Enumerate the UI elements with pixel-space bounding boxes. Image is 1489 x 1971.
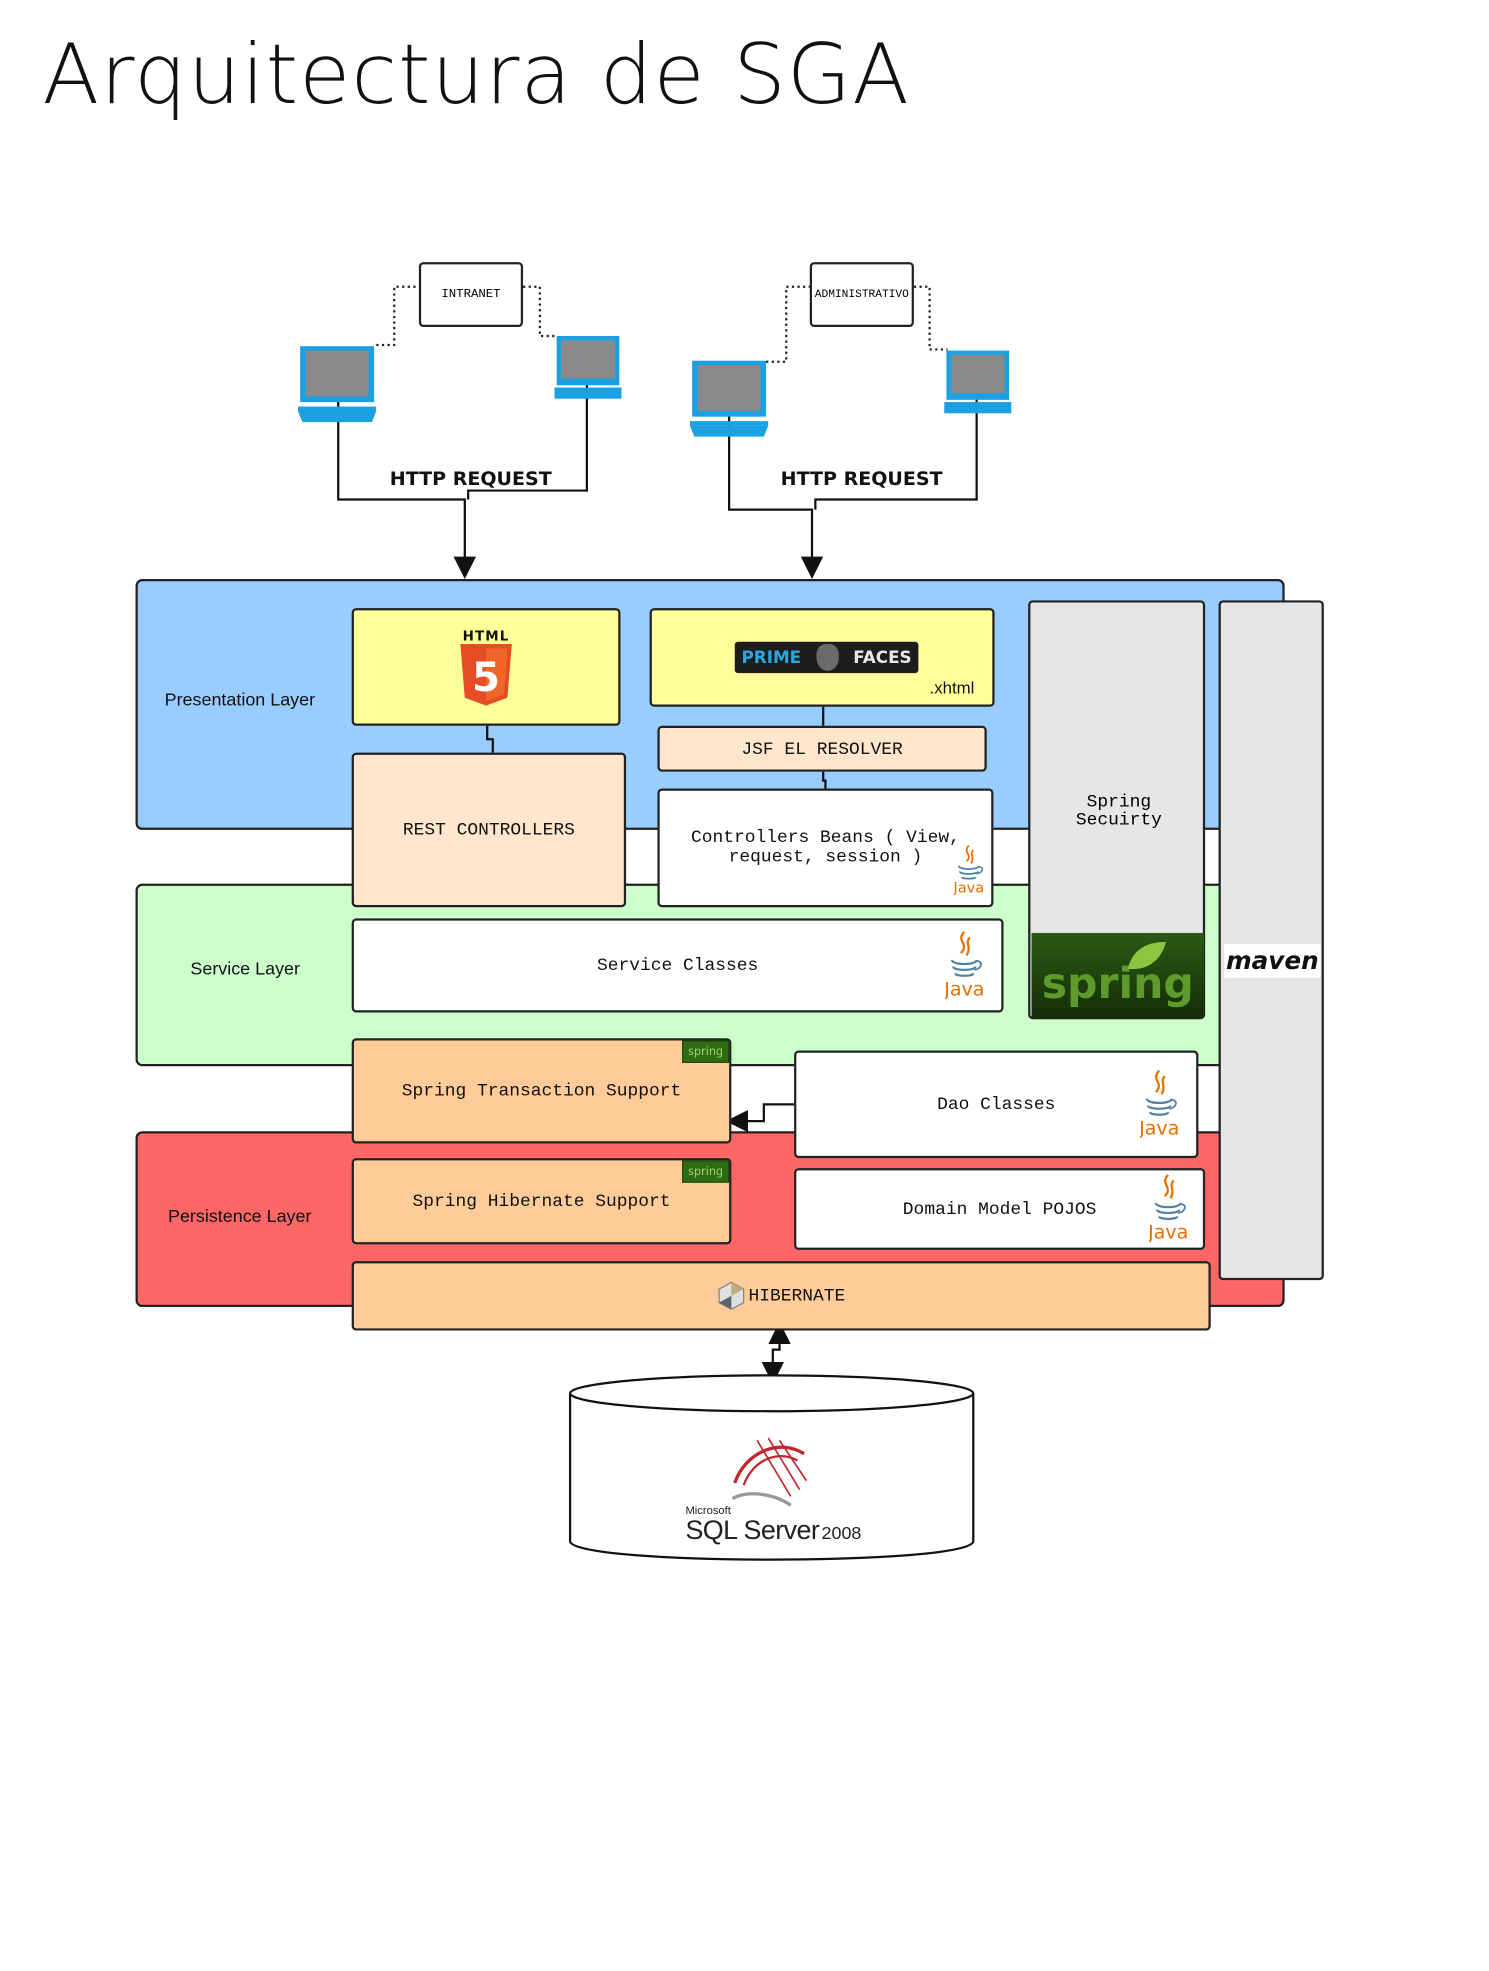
service-layer-label: Service Layer <box>190 959 300 979</box>
laptop-icon <box>689 360 769 437</box>
spring-logo: spring <box>1031 932 1204 1019</box>
database-cylinder <box>568 1374 975 1561</box>
java-text: Java <box>1140 1118 1178 1138</box>
http-request-label-left: HTTP REQUEST <box>389 468 552 491</box>
java-text: Java <box>1149 1222 1187 1242</box>
intranet-doc: INTRANET <box>418 262 524 328</box>
spring-badge-icon: spring <box>682 1040 730 1063</box>
spring-hibernate-label: Spring Hibernate Support <box>412 1191 671 1212</box>
java-text: Java <box>945 979 983 999</box>
spring-logo-text: spring <box>1041 958 1194 1008</box>
maven-column: maven <box>1218 600 1324 1281</box>
sql-server-vendor: Microsoft <box>685 1505 731 1518</box>
primefaces-box: PRIME FACES .xhtml <box>649 608 995 707</box>
dao-classes-box: Dao Classes Java <box>794 1050 1199 1159</box>
spring-security-label: Spring Secuirty <box>1075 791 1162 830</box>
hibernate-label: HIBERNATE <box>748 1285 846 1306</box>
http-line-right-a <box>728 400 824 580</box>
java-icon: Java <box>1138 1068 1179 1143</box>
http-request-label-right: HTTP REQUEST <box>780 468 943 491</box>
html5-shield-icon: 5 <box>460 643 512 706</box>
http-line-left-a <box>337 386 477 580</box>
spring-security-column: Spring Secuirty spring <box>1028 600 1206 1020</box>
jsf-el-resolver-box: JSF EL RESOLVER <box>657 725 987 772</box>
presentation-layer-label: Presentation Layer <box>164 691 316 711</box>
dotted-link-admin-left <box>766 285 810 363</box>
rest-controllers-label: REST CONTROLLERS <box>402 819 575 840</box>
java-icon: Java <box>952 843 984 900</box>
sql-server-icon <box>731 1437 808 1507</box>
http-line-right-b <box>814 372 978 510</box>
domain-model-box: Domain Model POJOS Java <box>794 1168 1206 1250</box>
java-icon: Java <box>943 930 984 1005</box>
hibernate-icon <box>718 1281 745 1310</box>
intranet-label: INTRANET <box>441 287 501 302</box>
primefaces-prime: PRIME <box>741 647 802 668</box>
spring-badge-text: spring <box>688 1165 724 1178</box>
dotted-link-intranet-left <box>376 285 419 347</box>
java-icon: Java <box>1147 1173 1188 1248</box>
controllers-beans-label: Controllers Beans ( View, request, sessi… <box>691 827 960 867</box>
html5-label: HTML <box>462 627 510 644</box>
spring-transaction-box: Spring Transaction Support spring <box>351 1038 732 1144</box>
sql-server-product: SQL Server <box>685 1515 820 1546</box>
dao-classes-label: Dao Classes <box>937 1094 1056 1115</box>
sql-server-logo: Microsoft SQL Server 2008 <box>685 1505 875 1546</box>
primefaces-faces: FACES <box>853 647 912 668</box>
administrativo-doc: ADMINISTRATIVO <box>809 262 914 328</box>
laptop-icon <box>944 350 1012 414</box>
primefaces-logo: PRIME FACES <box>734 641 919 674</box>
sql-server-version: 2008 <box>821 1524 862 1544</box>
hibernate-box: HIBERNATE <box>351 1261 1211 1331</box>
service-classes-label: Service Classes <box>596 955 759 976</box>
spring-hibernate-box: Spring Hibernate Support spring <box>351 1158 732 1245</box>
administrativo-label: ADMINISTRATIVO <box>814 288 909 301</box>
laptop-icon <box>554 336 622 399</box>
spring-leaf-icon <box>1127 941 1166 970</box>
html5-digit: 5 <box>472 653 500 700</box>
xhtml-label: .xhtml <box>929 678 975 698</box>
spring-badge-icon: spring <box>682 1160 730 1183</box>
maven-logo: maven <box>1224 944 1321 978</box>
rest-controllers-box: REST CONTROLLERS <box>351 752 627 908</box>
dotted-link-admin-right <box>913 285 948 351</box>
jsf-el-resolver-label: JSF EL RESOLVER <box>741 738 903 759</box>
laptop-icon <box>297 346 377 423</box>
java-text: Java <box>953 880 984 895</box>
service-classes-box: Service Classes Java <box>351 918 1004 1013</box>
page-title: Arquitectura de SGA <box>42 26 911 124</box>
persistence-layer-label: Persistence Layer <box>168 1207 312 1227</box>
spring-transaction-label: Spring Transaction Support <box>401 1080 682 1101</box>
spring-badge-text: spring <box>688 1045 724 1058</box>
dotted-link-intranet-right <box>523 285 556 338</box>
controllers-beans-box: Controllers Beans ( View, request, sessi… <box>657 788 994 908</box>
http-line-left-b <box>467 358 589 500</box>
domain-model-label: Domain Model POJOS <box>902 1198 1097 1220</box>
html5-box: HTML 5 <box>351 608 621 726</box>
panther-icon <box>815 644 839 671</box>
